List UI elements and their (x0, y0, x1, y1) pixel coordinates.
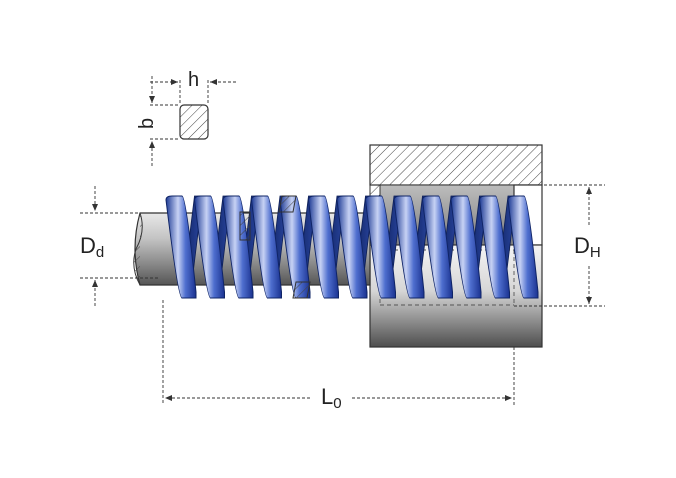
spring-coil-front (478, 195, 510, 299)
die-spring-coils (165, 195, 539, 299)
housing-solid-front (369, 244, 543, 348)
spring-cut-section-rod (239, 211, 251, 241)
spring-coil-front (165, 195, 197, 299)
dd-label-main: D (80, 233, 96, 258)
dh-label: DH (574, 233, 601, 261)
dh-dimension: DH (514, 184, 605, 307)
spring-coil-front (250, 195, 282, 299)
dh-label-main: D (574, 233, 590, 258)
spring-coil-front (393, 195, 425, 299)
rod-end-break (133, 212, 143, 286)
spring-cut-section-top (278, 195, 297, 213)
l0-label-main: L (321, 384, 333, 409)
h-label: h (188, 69, 199, 91)
wire-cross-section-detail: h b (136, 69, 236, 166)
spring-coil-front (364, 195, 396, 299)
b-label: b (136, 118, 158, 129)
wire-cross-section (179, 104, 209, 140)
spring-cut-section-bottom (292, 281, 311, 299)
dd-label: Dd (80, 233, 104, 261)
spring-coil-front (421, 195, 453, 299)
spring-coil-front (222, 195, 254, 299)
housing-hatched-top (369, 144, 543, 186)
spring-coil-front (307, 195, 339, 299)
l0-label-sub: 0 (333, 395, 341, 412)
l0-label: L0 (321, 384, 342, 412)
spring-coil-front (507, 195, 539, 299)
spring-coil-front (193, 195, 225, 299)
l0-dimension: L0 (162, 300, 515, 412)
spring-coil-front (336, 195, 368, 299)
dd-label-sub: d (96, 244, 104, 261)
dh-label-sub: H (590, 244, 601, 261)
spring-coil-front (450, 195, 482, 299)
dd-dimension: Dd (80, 186, 160, 306)
